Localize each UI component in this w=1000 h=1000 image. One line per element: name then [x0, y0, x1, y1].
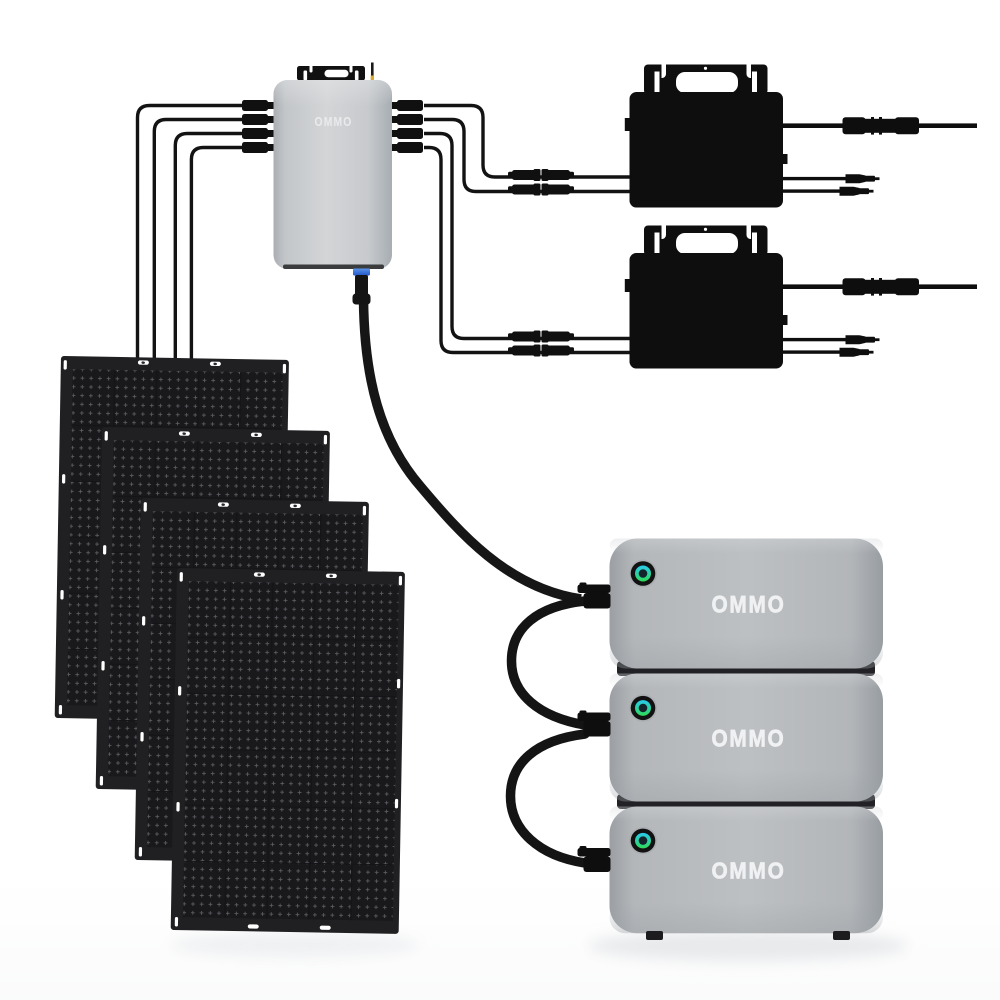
svg-text:OMMO: OMMO — [315, 114, 353, 129]
